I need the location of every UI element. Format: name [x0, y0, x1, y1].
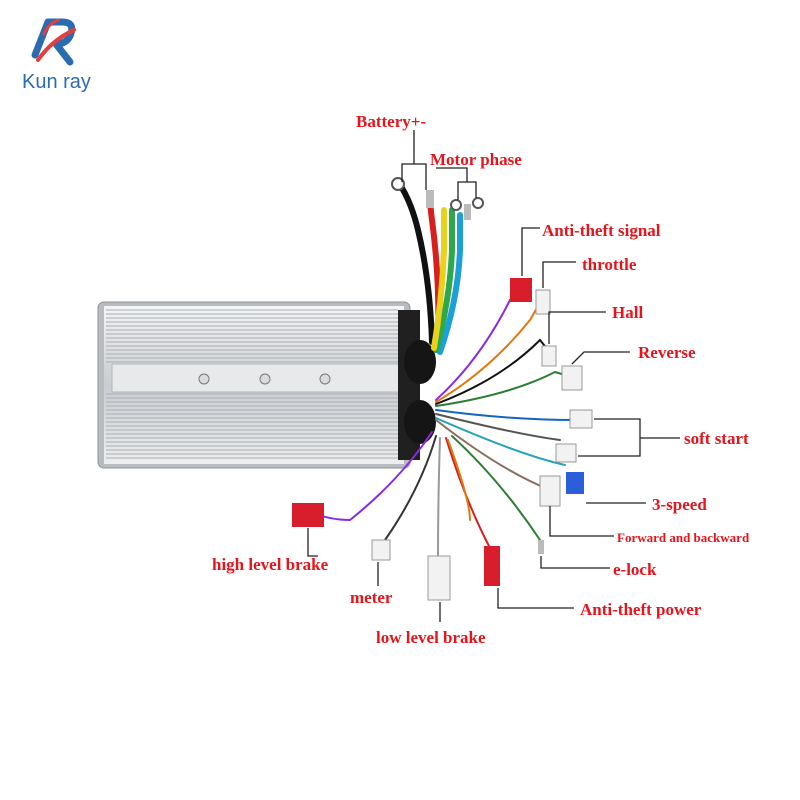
connectors: [292, 278, 593, 601]
forward-backward-label: Forward and backward: [617, 530, 750, 545]
forward-backward-connector: [539, 475, 561, 507]
ring-terminals: [391, 177, 484, 220]
three-speed-connector: [566, 472, 584, 494]
screw-icon: [319, 373, 331, 385]
low-brake-connector: [427, 555, 451, 601]
kunray-logo-icon: [31, 18, 76, 66]
screw-icon: [259, 373, 271, 385]
ring-terminal-icon: [391, 177, 405, 191]
anti-theft-signal-label: Anti-theft signal: [542, 221, 661, 240]
high-brake-connector: [292, 503, 324, 527]
soft-start-connector-a: [569, 409, 593, 429]
screw-icon: [198, 373, 210, 385]
controller-housing: [97, 301, 436, 469]
cable-gland-bottom: [404, 400, 436, 444]
leader-lines: [307, 130, 680, 622]
reverse-label: Reverse: [638, 343, 696, 362]
e-lock-label: e-lock: [613, 560, 657, 579]
anti-theft-power-label: Anti-theft power: [580, 600, 702, 619]
labels: Battery+- Motor phase Anti-theft signal …: [212, 112, 750, 647]
ring-terminal-icon: [472, 197, 484, 209]
soft-start-connector-b: [555, 443, 577, 463]
brand-name: Kun ray: [22, 71, 91, 93]
heatsink-fins: [106, 309, 398, 459]
wires: [309, 185, 576, 557]
soft-start-label: soft start: [684, 429, 749, 448]
anti-theft-signal-connector: [510, 278, 532, 302]
brand-logo: Kun ray: [22, 18, 91, 93]
e-lock-terminal: [538, 540, 544, 554]
three-speed-label: 3-speed: [652, 495, 707, 514]
low-level-brake-label: low level brake: [376, 628, 486, 647]
motor-phase-label: Motor phase: [430, 150, 522, 169]
battery-label: Battery+-: [356, 112, 426, 131]
bullet-terminal-icon: [426, 190, 434, 208]
ring-terminal-icon: [450, 199, 462, 211]
meter-label: meter: [350, 588, 393, 607]
throttle-label: throttle: [582, 255, 637, 274]
meter-connector: [371, 539, 391, 561]
high-level-brake-label: high level brake: [212, 555, 329, 574]
hall-connector: [541, 345, 557, 367]
reverse-connector: [561, 365, 583, 391]
anti-theft-power-connector: [484, 546, 500, 586]
bullet-terminal-icon: [464, 204, 471, 220]
cable-gland-top: [404, 340, 436, 384]
hall-label: Hall: [612, 303, 643, 322]
throttle-connector: [535, 289, 551, 315]
